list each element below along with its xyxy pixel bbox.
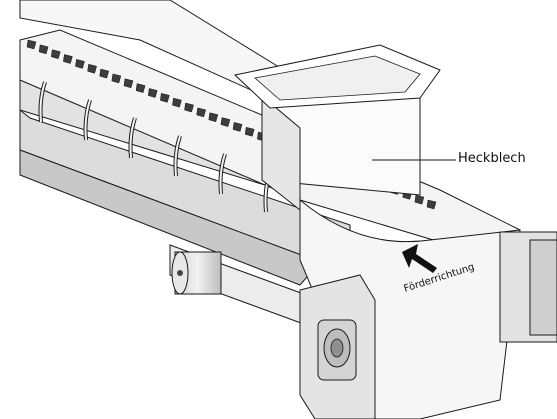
idler-bracket-highlight (84, 99, 91, 141)
hopper-funnel-inner (254, 55, 421, 101)
head-pulley (499, 231, 557, 343)
belt-cleat (208, 112, 219, 123)
belt-cleat (414, 194, 425, 205)
end-bearing-plate (299, 274, 376, 419)
belt-cleat (87, 63, 97, 74)
idler-bracket-highlight (129, 117, 136, 159)
belt-cleat (50, 49, 61, 60)
belt-cleat (135, 83, 146, 93)
belt-cleat (244, 126, 255, 137)
belt-cleat (111, 73, 122, 84)
belt-cleat (184, 102, 194, 113)
idler-brackets (38, 81, 272, 213)
side-frame-lower (19, 149, 321, 286)
belt-cleat (63, 54, 73, 64)
belt-cleat (232, 122, 243, 132)
belt-cleat (196, 107, 207, 118)
heckblech-callout: Heckblech (458, 151, 526, 166)
belt-cleat (220, 117, 231, 127)
belt-cleat (426, 199, 437, 210)
belt-cleat (38, 44, 49, 55)
direction-arrow-icon (402, 244, 437, 273)
belt-cleat (172, 97, 182, 108)
idler-bracket-highlight (174, 135, 181, 177)
belt-cleat (99, 68, 110, 79)
belt-cleat (147, 88, 158, 98)
idler-bracket-highlight (219, 153, 226, 195)
belt-cleat (160, 93, 170, 103)
belt-cleat (26, 39, 37, 50)
idler-bracket-highlight (39, 81, 46, 123)
return-pulley (171, 251, 222, 295)
belt-cleat (75, 59, 85, 69)
belt-cleat (123, 78, 134, 89)
